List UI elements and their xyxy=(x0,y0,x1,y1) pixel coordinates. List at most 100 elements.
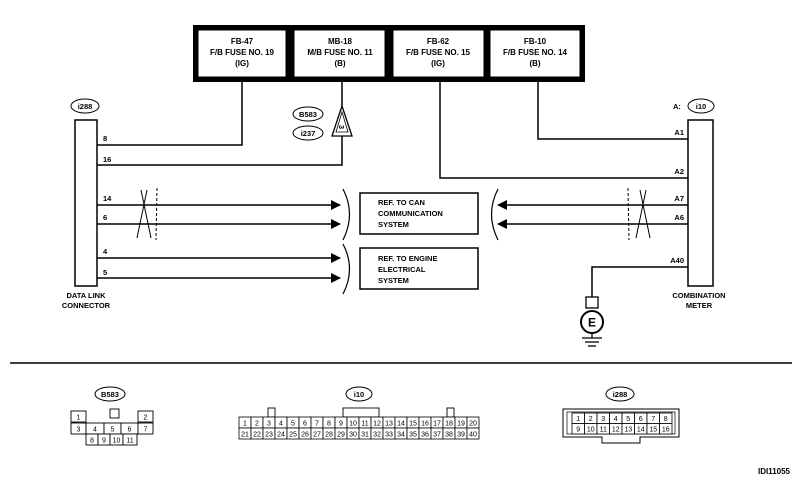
meter-id: i10 xyxy=(696,102,706,111)
ref-box-can: REF. TO CAN COMMUNICATION SYSTEM xyxy=(359,192,479,235)
data-link-connector-id: i288 xyxy=(78,102,93,111)
ref-engine-line-1: REF. TO ENGINE xyxy=(378,254,437,263)
ref-can-line-3: SYSTEM xyxy=(378,220,409,229)
dlc-pin-14: 14 xyxy=(103,194,112,203)
b583-pin: 8 xyxy=(90,438,94,445)
fuse-3-name: F/B FUSE NO. 15 xyxy=(406,48,471,57)
b583-pin: 10 xyxy=(113,438,121,445)
i288-pin-label: 16 xyxy=(662,427,670,434)
i10-pin-label: 5 xyxy=(291,421,295,428)
i288-pin-label: 13 xyxy=(624,427,632,434)
i10-pin-label: 35 xyxy=(409,432,417,439)
i10-pin-label: 17 xyxy=(433,421,441,428)
connector-i288-id: i288 xyxy=(613,390,628,399)
connector-i10-id: i10 xyxy=(354,390,364,399)
wire-dlc-8-to-fuse-19 xyxy=(97,82,243,146)
junction-id-i237: i237 xyxy=(301,129,316,138)
i10-pin-label: 12 xyxy=(373,421,381,428)
i288-pin-label: 9 xyxy=(576,427,580,434)
i288-pin-label: 7 xyxy=(651,416,655,423)
i10-pin-label: 16 xyxy=(421,421,429,428)
junction-pin: 3 xyxy=(337,125,346,129)
ref-engine-line-2: ELECTRICAL xyxy=(378,265,426,274)
fuse-4-name: F/B FUSE NO. 14 xyxy=(503,48,568,57)
b583-pin: 5 xyxy=(111,427,115,434)
meter-pin-a6: A6 xyxy=(674,213,684,222)
combination-meter: A: i10 COMBINATION METER A1 A2 A7 A6 A40 xyxy=(670,98,726,310)
connector-b583-id: B583 xyxy=(101,390,119,399)
wire-dlc-16-to-junction xyxy=(97,136,343,166)
i10-pin-label: 40 xyxy=(469,432,477,439)
ref-can-line-2: COMMUNICATION xyxy=(378,209,443,218)
i10-pin-label: 2 xyxy=(255,421,259,428)
i10-pin-label: 15 xyxy=(409,421,417,428)
fuse-1-power: (IG) xyxy=(235,59,249,68)
meter-pin-a7: A7 xyxy=(674,194,684,203)
i10-pin-label: 13 xyxy=(385,421,393,428)
i10-pin-label: 39 xyxy=(457,432,465,439)
i10-pin-label: 6 xyxy=(303,421,307,428)
i288-pin-label: 12 xyxy=(612,427,620,434)
dlc-pin-6: 6 xyxy=(103,213,107,222)
twisted-pair-dlc xyxy=(136,187,158,241)
b583-pin: 2 xyxy=(144,415,148,422)
ground-symbol: E xyxy=(580,296,604,347)
ground-label: E xyxy=(588,316,596,330)
i288-pin-cell xyxy=(659,423,673,435)
fuse-2-power: (B) xyxy=(334,59,345,68)
i10-pin-label: 4 xyxy=(279,421,283,428)
i10-pin-label: 11 xyxy=(361,421,368,428)
b583-pin: 6 xyxy=(128,427,132,434)
fuse-3-power: (IG) xyxy=(431,59,445,68)
i288-pin-label: 4 xyxy=(614,416,618,423)
i288-pin-label: 3 xyxy=(601,416,605,423)
i288-pin-label: 15 xyxy=(649,427,657,434)
i10-pin-label: 18 xyxy=(445,421,453,428)
ref-box-engine: REF. TO ENGINE ELECTRICAL SYSTEM xyxy=(359,247,479,290)
i10-pin-label: 37 xyxy=(433,432,441,439)
meter-pin-a1: A1 xyxy=(674,128,684,137)
meter-pin-a2: A2 xyxy=(674,167,684,176)
i10-pin-label: 36 xyxy=(421,432,429,439)
dlc-pin-4: 4 xyxy=(103,247,108,256)
i10-pin-label: 34 xyxy=(397,432,405,439)
i288-pin-label: 2 xyxy=(589,416,593,423)
dlc-pin-5: 5 xyxy=(103,268,107,277)
junction-id-b583: B583 xyxy=(299,110,317,119)
i10-pin-cell xyxy=(466,427,480,440)
b583-pin: 4 xyxy=(93,427,97,434)
i10-pin-label: 38 xyxy=(445,432,453,439)
i10-pin-label: 31 xyxy=(361,432,369,439)
i10-pin-label: 25 xyxy=(289,432,297,439)
i10-pin-label: 14 xyxy=(397,421,405,428)
wire-meter-a40-to-ground xyxy=(591,266,688,298)
b583-pin: 3 xyxy=(77,427,81,434)
fuse-4-power: (B) xyxy=(529,59,540,68)
i10-pin-label: 22 xyxy=(253,432,261,439)
fuse-4-code: FB-10 xyxy=(524,37,547,46)
wires xyxy=(97,82,688,298)
fuse-2-code: MB-18 xyxy=(328,37,353,46)
b583-pin: 11 xyxy=(126,438,133,445)
meter-label-2: METER xyxy=(686,301,713,310)
i288-pin-label: 8 xyxy=(664,416,668,423)
i10-pin-label: 26 xyxy=(301,432,309,439)
figure-id: IDI11055 xyxy=(758,467,791,476)
i10-pin-label: 20 xyxy=(469,421,477,428)
wire-meter-a1-to-fuse-14 xyxy=(537,82,688,140)
i288-pin-label: 10 xyxy=(587,427,595,434)
dlc-pin-16: 16 xyxy=(103,155,111,164)
meter-label-1: COMBINATION xyxy=(672,291,725,300)
dlc-pin-8: 8 xyxy=(103,134,107,143)
i10-pin-label: 33 xyxy=(385,432,393,439)
i10-pin-label: 19 xyxy=(457,421,465,428)
fuse-1-name: F/B FUSE NO. 19 xyxy=(210,48,275,57)
ref-engine-line-3: SYSTEM xyxy=(378,276,409,285)
data-link-connector-label-2: CONNECTOR xyxy=(62,301,111,310)
b583-pin: 1 xyxy=(77,415,81,422)
